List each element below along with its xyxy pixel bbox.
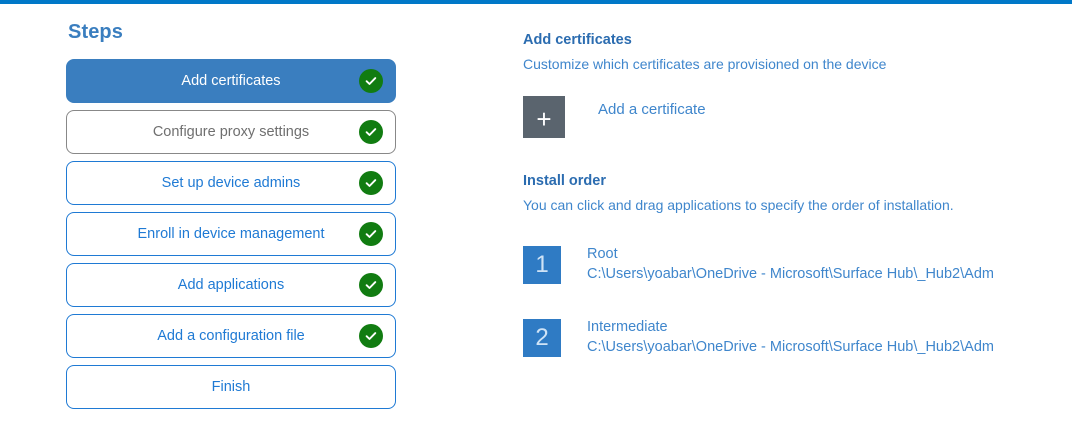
step-button-add-certificates[interactable]: Add certificates	[66, 59, 396, 103]
add-certificate-label[interactable]: Add a certificate	[598, 101, 706, 118]
step-label: Add certificates	[181, 73, 281, 89]
step-button-set-up-device-admins[interactable]: Set up device admins	[66, 161, 396, 205]
check-circle-icon	[359, 120, 383, 144]
check-circle-icon	[359, 171, 383, 195]
step-button-configure-proxy-settings[interactable]: Configure proxy settings	[66, 110, 396, 154]
steps-panel: Steps Add certificates Configure proxy s…	[66, 20, 396, 416]
order-item-path: C:\Users\yoabar\OneDrive - Microsoft\Sur…	[587, 266, 994, 282]
install-order-title: Install order	[523, 173, 606, 189]
order-item-text: Root C:\Users\yoabar\OneDrive - Microsof…	[587, 244, 1057, 284]
check-circle-icon	[359, 273, 383, 297]
step-button-add-a-configuration-file[interactable]: Add a configuration file	[66, 314, 396, 358]
steps-heading: Steps	[68, 21, 123, 43]
order-item-name: Intermediate	[587, 319, 668, 335]
top-accent-bar	[0, 0, 1072, 4]
check-circle-icon	[359, 69, 383, 93]
step-button-finish[interactable]: Finish	[66, 365, 396, 409]
detail-title: Add certificates	[523, 32, 632, 48]
install-order-subtitle: You can click and drag applications to s…	[523, 197, 954, 213]
step-button-add-applications[interactable]: Add applications	[66, 263, 396, 307]
step-label: Configure proxy settings	[152, 124, 310, 140]
plus-icon: +	[536, 104, 552, 134]
add-certificate-button[interactable]: +	[523, 96, 565, 138]
order-number-badge: 1	[523, 246, 561, 284]
install-order-list: 1 Root C:\Users\yoabar\OneDrive - Micros…	[523, 246, 1072, 357]
add-certificate-row: + Add a certificate	[523, 96, 1072, 138]
step-label: Set up device admins	[161, 175, 301, 191]
install-order-item[interactable]: 2 Intermediate C:\Users\yoabar\OneDrive …	[523, 319, 1072, 357]
detail-panel: Add certificates Customize which certifi…	[523, 30, 1072, 392]
install-order-item[interactable]: 1 Root C:\Users\yoabar\OneDrive - Micros…	[523, 246, 1072, 284]
check-circle-icon	[359, 324, 383, 348]
check-circle-icon	[359, 222, 383, 246]
step-label: Enroll in device management	[137, 226, 325, 242]
step-label: Finish	[211, 379, 251, 395]
step-label: Add applications	[177, 277, 285, 293]
order-item-name: Root	[587, 246, 618, 262]
step-button-enroll-in-device-management[interactable]: Enroll in device management	[66, 212, 396, 256]
order-number-badge: 2	[523, 319, 561, 357]
step-label: Add a configuration file	[157, 328, 305, 344]
detail-subtitle: Customize which certificates are provisi…	[523, 56, 887, 72]
install-order-section: Install order You can click and drag app…	[523, 171, 1072, 357]
order-item-path: C:\Users\yoabar\OneDrive - Microsoft\Sur…	[587, 339, 994, 355]
order-item-text: Intermediate C:\Users\yoabar\OneDrive - …	[587, 317, 1057, 357]
